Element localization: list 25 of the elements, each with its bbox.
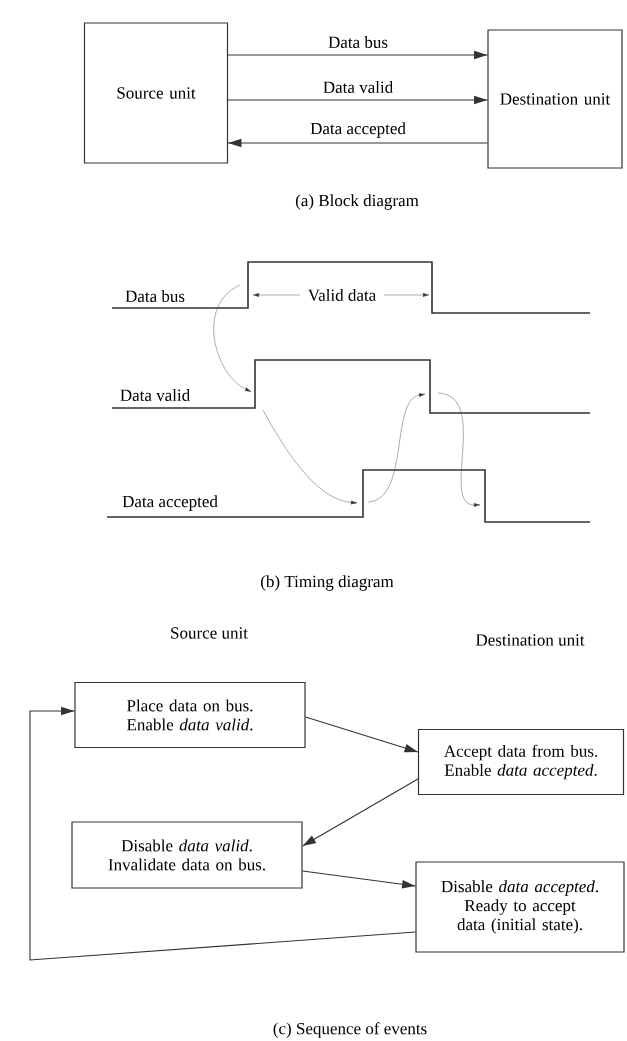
column-heading: Destination unit — [475, 634, 585, 646]
edge-label: Data valid — [321, 80, 395, 94]
event-box: Disable data valid. Invalidate data on bus. — [71, 821, 303, 889]
arrow — [302, 778, 419, 847]
arrow — [227, 50, 488, 60]
arrow — [305, 716, 419, 753]
arrow — [302, 870, 416, 889]
caption: (c) Sequence of events — [273, 1022, 427, 1038]
arrow — [227, 95, 488, 105]
signal-label: Data accepted — [122, 495, 218, 511]
arrow — [29, 706, 416, 961]
event-box: Place data on bus. Enable data valid. — [74, 681, 306, 749]
interval-label: Valid data — [307, 289, 376, 301]
caption: (b) Timing diagram — [261, 575, 394, 591]
caption: (a) Block diagram — [295, 194, 419, 210]
column-heading: Source unit — [171, 627, 248, 639]
signal-label: Data valid — [120, 389, 190, 401]
event-box: Disable data accepted. Ready to accept data (initial state). — [415, 861, 625, 953]
edge-label: Data bus — [327, 35, 389, 49]
arrow — [227, 138, 488, 148]
unit-box: Source unit — [83, 22, 229, 164]
edge-label: Data accepted — [309, 121, 407, 139]
unit-box: Destination unit — [487, 29, 623, 169]
signal-label: Data bus — [125, 290, 185, 302]
event-box: Accept data from bus. Enable data accepted. — [417, 728, 625, 796]
